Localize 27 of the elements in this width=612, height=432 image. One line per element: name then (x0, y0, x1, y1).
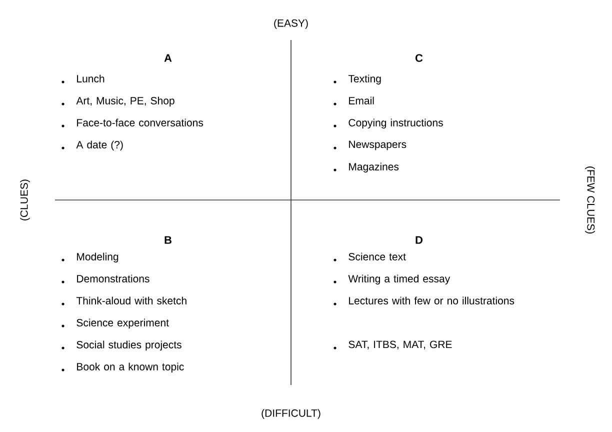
list-item: Science text (334, 252, 406, 262)
axis-label: (DIFFICULT) (262, 409, 320, 419)
quadrant-letter: A (164, 54, 172, 62)
axis-label: (EASY) (274, 19, 308, 29)
quadrant-letter: D (416, 236, 423, 244)
list-item: Modeling (62, 252, 118, 262)
list-item: Demonstrations (62, 274, 150, 284)
list-item: Texting (334, 74, 381, 84)
list-item: Newspapers (334, 140, 406, 150)
list-item: A date (?) (62, 140, 123, 150)
list-item: Face-to-face conversations (62, 118, 204, 128)
list-item: Science experiment (62, 318, 169, 328)
list-item: Book on a known topic (62, 362, 184, 372)
list-item: Writing a timed essay (334, 274, 450, 284)
list-item: Magazines (334, 162, 399, 172)
list-item: Social studies projects (62, 340, 182, 350)
list-item: Think-aloud with sketch (62, 296, 186, 306)
list-item: Copying instructions (334, 118, 443, 128)
axis-label: (CLUES) (20, 180, 30, 220)
axis-label: (FEW CLUES) (585, 166, 595, 234)
list-item: Email (334, 96, 374, 106)
list-item: Lunch (62, 74, 104, 84)
list-item: SAT, ITBS, MAT, GRE (334, 340, 452, 350)
list-item: Art, Music, PE, Shop (62, 96, 174, 106)
quadrant-letter: B (164, 236, 172, 244)
quadrant-letter: C (416, 54, 423, 62)
list-item: Lectures with few or no illustrations (334, 296, 514, 306)
